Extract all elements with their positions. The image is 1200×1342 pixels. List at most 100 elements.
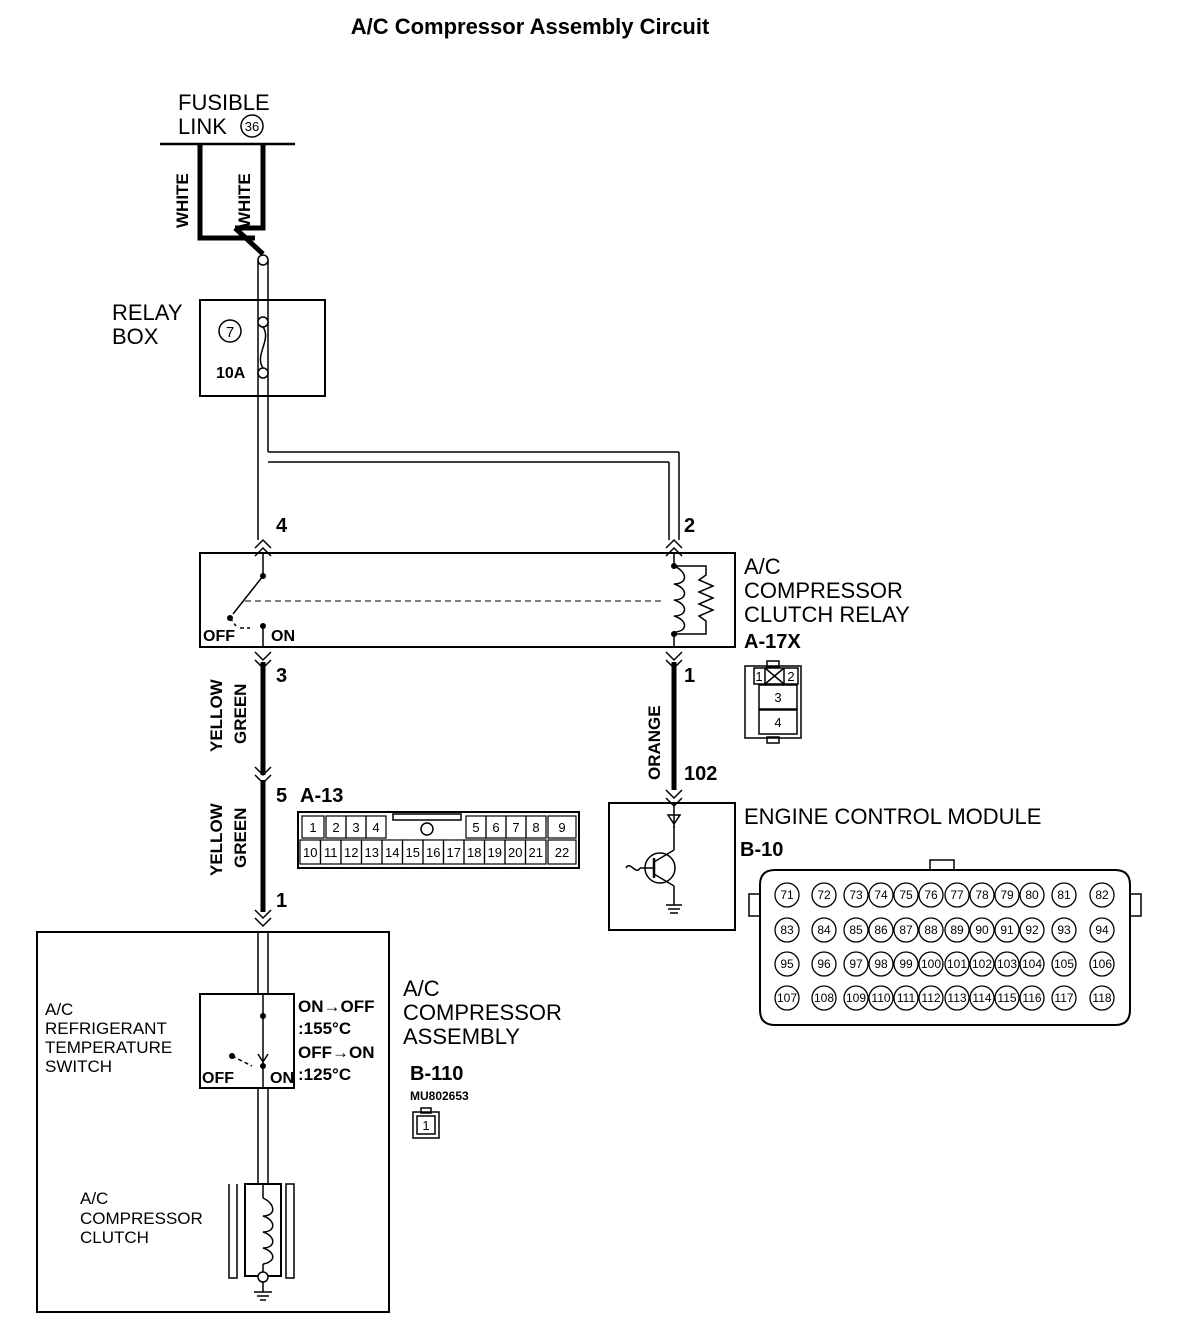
a13-pin-label: 12 — [344, 845, 358, 860]
fusible-link-number-circle — [240, 114, 264, 138]
ecm-pin-label: 99 — [899, 957, 913, 971]
ecm-pin-label: 115 — [997, 991, 1016, 1005]
ecm-pin-label: 103 — [997, 957, 1017, 971]
relay-name-2: COMPRESSOR — [744, 578, 903, 603]
compressor-part-code: MU802653 — [410, 1089, 469, 1103]
wire-color-white-right: WHITE — [235, 173, 254, 228]
a13-pin-label: 2 — [332, 820, 339, 835]
ecm-pin-label: 97 — [849, 957, 863, 971]
ecm-pin-label: 73 — [849, 888, 863, 902]
ecm-pin-label: 108 — [814, 991, 834, 1005]
compressor-name-3: ASSEMBLY — [403, 1024, 520, 1049]
relay-name-3: CLUTCH RELAY — [744, 602, 910, 627]
a13-pin-label: 21 — [529, 845, 543, 860]
ecm-pin-label: 91 — [1000, 923, 1014, 937]
relay-conn-pin-2: 2 — [787, 669, 794, 684]
switch-off-on: OFF→ON — [298, 1043, 375, 1062]
ecm-connector-id: B-10 — [740, 839, 783, 861]
ecm-pin-label: 90 — [975, 923, 989, 937]
fuse-rating: 10A — [216, 365, 246, 382]
harness-shield — [257, 254, 680, 540]
ecm-pin-label: 87 — [899, 923, 913, 937]
clutch-body — [244, 1183, 282, 1277]
ecm-pin-label: 110 — [871, 991, 890, 1005]
ecm-pin-label: 112 — [921, 991, 940, 1005]
relay-off-label: OFF — [203, 628, 235, 645]
a13-pin-label: 9 — [558, 820, 565, 835]
ecm-pin-label: 95 — [780, 957, 794, 971]
a13-pin-label: 16 — [426, 845, 440, 860]
relay-on-label: ON — [271, 628, 295, 645]
a13-pin-label: 11 — [324, 845, 338, 860]
switch-off-label: OFF — [202, 1070, 234, 1087]
ecm-pin-label: 88 — [924, 923, 938, 937]
ecm-pin-label: 79 — [1000, 888, 1014, 902]
relay-pin-3: 3 — [276, 665, 287, 687]
fuse-number: 7 — [226, 324, 234, 341]
clutch-label-1: A/C — [80, 1189, 108, 1208]
a13-pin-label: 1 — [309, 820, 316, 835]
compressor-pin-1: 1 — [276, 890, 287, 912]
clutch-label-2: COMPRESSOR — [80, 1209, 203, 1228]
ecm-pin-label: 71 — [780, 888, 794, 902]
fuse-element — [259, 326, 267, 369]
a13-pin-label: 22 — [555, 845, 569, 860]
wire-color-yellow-1: YELLOW — [207, 678, 226, 752]
wire-color-green-2: GREEN — [231, 808, 250, 868]
ecm-pin-label: 96 — [817, 957, 831, 971]
wire-color-yellow-2: YELLOW — [207, 802, 226, 876]
a13-pin-label: 15 — [406, 845, 420, 860]
relay-conn-pin-4: 4 — [774, 715, 781, 730]
relay-box-label-1: RELAY — [112, 300, 183, 325]
diagram-title: A/C Compressor Assembly Circuit — [351, 14, 710, 39]
ecm-pin-label: 93 — [1057, 923, 1071, 937]
compressor-name-2: COMPRESSOR — [403, 1000, 562, 1025]
compressor-assembly-outline — [36, 931, 390, 1313]
ecm-pin-label: 85 — [849, 923, 863, 937]
white-wires: WHITE WHITE — [173, 144, 266, 256]
switch-label-4: SWITCH — [45, 1057, 112, 1076]
white-wire-left — [197, 144, 255, 241]
ecm-pin-label: 84 — [817, 923, 831, 937]
ecm-pin-label: 72 — [817, 888, 831, 902]
relay-outline — [199, 552, 736, 648]
switch-on-label: ON — [270, 1070, 294, 1087]
temperature-switch-box — [199, 993, 295, 1089]
engine-control-module: ENGINE CONTROL MODULE B-10 — [608, 802, 1041, 931]
a13-pin-label: 10 — [303, 845, 317, 860]
a13-pin-label: 17 — [447, 845, 461, 860]
ecm-pin-label: 111 — [897, 991, 916, 1005]
ecm-pin-label: 100 — [921, 957, 941, 971]
a13-pin-label: 6 — [492, 820, 499, 835]
ecm-pin-label: 106 — [1092, 957, 1112, 971]
a13-connector-id: A-13 — [300, 785, 343, 807]
ecm-pin-label: 113 — [947, 991, 966, 1005]
compressor-clutch-relay: OFF ON A/C COMPRESSOR CLUTCH RELAY A-17X — [199, 552, 910, 653]
relay-conn-pin-1: 1 — [755, 669, 762, 684]
clutch-label-3: CLUTCH — [80, 1228, 149, 1247]
compressor-conn-pin-1: 1 — [422, 1118, 429, 1133]
ecm-pin-label: 74 — [874, 888, 888, 902]
compressor-assembly: A/C COMPRESSOR ASSEMBLY B-110 MU802653 1… — [36, 931, 562, 1313]
switch-label-1: A/C — [45, 1000, 73, 1019]
ecm-pin-label: 77 — [950, 888, 964, 902]
a13-pin-label: 4 — [372, 820, 379, 835]
ecm-pin-label: 102 — [972, 957, 992, 971]
ecm-pin-label: 76 — [924, 888, 938, 902]
ecm-pin-label: 92 — [1025, 923, 1039, 937]
ecm-pin-102: 102 — [684, 763, 717, 785]
ecm-pin-label: 101 — [947, 957, 967, 971]
relay-box-outline — [199, 299, 326, 397]
white-wire-right — [235, 144, 266, 231]
a13-pin-label: 19 — [488, 845, 502, 860]
ecm-pin-label: 105 — [1054, 957, 1074, 971]
fusible-link-label-2: LINK — [178, 114, 227, 139]
fuse-number-circle — [218, 319, 242, 343]
switch-label-3: TEMPERATURE — [45, 1038, 172, 1057]
switch-label-2: REFRIGERANT — [45, 1019, 167, 1038]
a13-pin-label: 20 — [508, 845, 522, 860]
ecm-pin-label: 109 — [846, 991, 866, 1005]
